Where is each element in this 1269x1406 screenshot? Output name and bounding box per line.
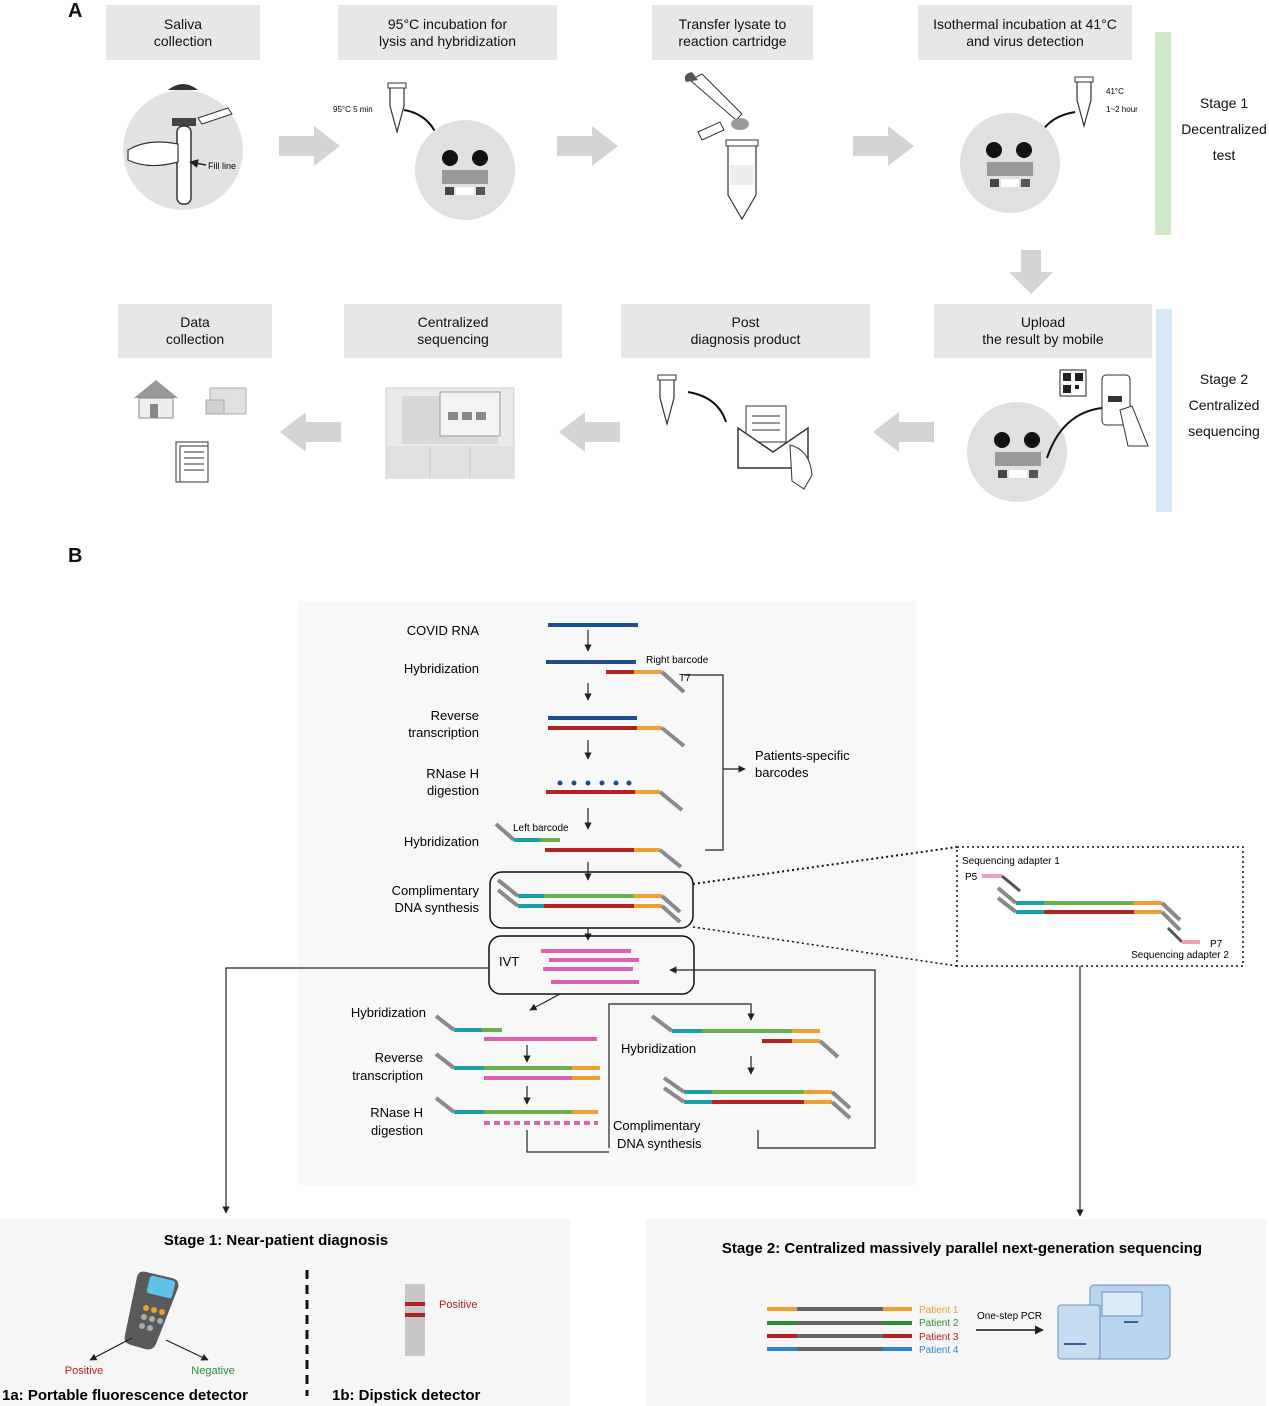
label-compl-1b: DNA synthesis — [394, 900, 479, 915]
label-compl-2b: DNA synthesis — [617, 1136, 702, 1151]
label-compl-1a: Complimentary — [392, 883, 480, 898]
label-rnase-1a: RNase H — [426, 766, 479, 781]
mobile-upload-illustration — [967, 369, 1149, 502]
patient-library-strands — [767, 1307, 912, 1351]
digested-rna-dots — [557, 780, 632, 786]
barcodes-bracket — [684, 674, 724, 851]
stage2-side-label: Stage 2 Centralized sequencing — [1188, 371, 1260, 439]
panel-label-a: A — [68, 0, 83, 22]
pipette-transfer-illustration — [684, 72, 759, 221]
temp-41-label: 41°C — [1106, 87, 1124, 96]
label-reverse-1a: Reverse — [431, 708, 479, 723]
arrow-left-1 — [873, 412, 934, 452]
ivt-box — [488, 935, 695, 995]
dipstick-strip — [405, 1284, 425, 1356]
label-reverse-2b: transcription — [352, 1068, 423, 1083]
fill-line-label: Fill line — [208, 161, 236, 171]
data-collection-illustration — [134, 380, 247, 483]
patient-4-label: Patient 4 — [919, 1345, 959, 1356]
portable-detector-illustration — [124, 1271, 179, 1350]
left-barcode-label: Left barcode — [513, 823, 569, 834]
temp-95-label: 95°C 5 min — [333, 105, 373, 114]
label-hybridization-1: Hybridization — [404, 661, 479, 676]
arrow-left-3 — [280, 412, 341, 452]
label-hybridization-2: Hybridization — [404, 834, 479, 849]
adapter-inset-box — [956, 846, 1244, 967]
dipstick-positive-label: Positive — [439, 1299, 478, 1311]
time-41-label: 1~2 hour — [1106, 105, 1138, 114]
label-reverse-2a: Reverse — [375, 1050, 423, 1065]
stage1-bar — [1155, 32, 1171, 235]
step-post-diagnosis: Post diagnosis product — [621, 304, 870, 358]
tube-and-cartridge-95 — [387, 82, 515, 220]
step-centralized-sequencing: Centralized sequencing — [344, 304, 562, 358]
adapter2-label: Sequencing adapter 2 — [1131, 950, 1229, 961]
label-compl-2a: Complimentary — [613, 1118, 701, 1133]
ngs-sequencer-illustration — [1057, 1284, 1171, 1360]
step-data-collection: Data collection — [118, 304, 272, 358]
patient-1-label: Patient 1 — [919, 1305, 959, 1316]
label-hybridization-3: Hybridization — [351, 1005, 426, 1020]
step-saliva-collection: Saliva collection — [106, 5, 260, 60]
tube-and-cartridge-41 — [960, 76, 1094, 213]
label-hybridization-4: Hybridization — [621, 1041, 696, 1056]
dipstick-control-line — [405, 1313, 425, 1317]
barcodes-label-1: Patients-specific — [755, 748, 850, 763]
t7-label: T7 — [679, 673, 691, 684]
workflow-background — [298, 601, 916, 1185]
stage1-side-label: Stage 1 Decentralized test — [1181, 95, 1267, 163]
label-reverse-1b: transcription — [408, 725, 479, 740]
label-1b: 1b: Dipstick detector — [332, 1387, 481, 1404]
step-isothermal-incubation: Isothermal incubation at 41°C and virus … — [918, 5, 1132, 60]
post-diagnosis-illustration — [657, 374, 813, 490]
saliva-tube-illustration — [123, 84, 243, 210]
ivt-rna-products — [541, 949, 639, 984]
step-transfer-lysate: Transfer lysate to reaction cartridge — [652, 5, 813, 60]
stage1-box-title: Stage 1: Near-patient diagnosis — [164, 1232, 388, 1249]
arrow-right-2 — [557, 126, 618, 166]
patient-2-label: Patient 2 — [919, 1318, 959, 1329]
barcodes-label-2: barcodes — [755, 765, 809, 780]
right-barcode-label: Right barcode — [646, 655, 709, 666]
label-rnase-2a: RNase H — [370, 1105, 423, 1120]
p5-label: P5 — [965, 872, 978, 883]
label-covid-rna: COVID RNA — [407, 623, 480, 638]
label-1a: 1a: Portable fluorescence detector — [2, 1387, 248, 1404]
ivt-label: IVT — [499, 954, 519, 969]
arrow-left-2 — [559, 412, 620, 452]
step-incubation-95: 95°C incubation for lysis and hybridizat… — [338, 5, 557, 60]
detector-negative-label: Negative — [191, 1365, 234, 1377]
one-step-pcr-label: One-step PCR — [977, 1311, 1042, 1322]
patient-3-label: Patient 3 — [919, 1332, 959, 1343]
stage2-box-title: Stage 2: Centralized massively parallel … — [722, 1240, 1202, 1257]
panel-label-b: B — [68, 545, 83, 567]
arrow-right-1 — [279, 126, 340, 166]
dipstick-test-line — [405, 1302, 425, 1306]
cdna-synthesis-box — [489, 871, 694, 929]
detector-positive-label: Positive — [65, 1365, 104, 1377]
label-rnase-1b: digestion — [427, 783, 479, 798]
adapter1-label: Sequencing adapter 1 — [962, 856, 1060, 867]
arrow-right-3 — [853, 126, 914, 166]
arrow-down — [1009, 250, 1053, 294]
step-upload-result: Upload the result by mobile — [934, 304, 1152, 358]
stage1-diagnosis-box — [0, 1219, 570, 1406]
label-rnase-2b: digestion — [371, 1123, 423, 1138]
sequencer-machine-illustration — [385, 387, 515, 479]
p7-label: P7 — [1210, 939, 1223, 950]
stage2-bar — [1156, 309, 1172, 512]
